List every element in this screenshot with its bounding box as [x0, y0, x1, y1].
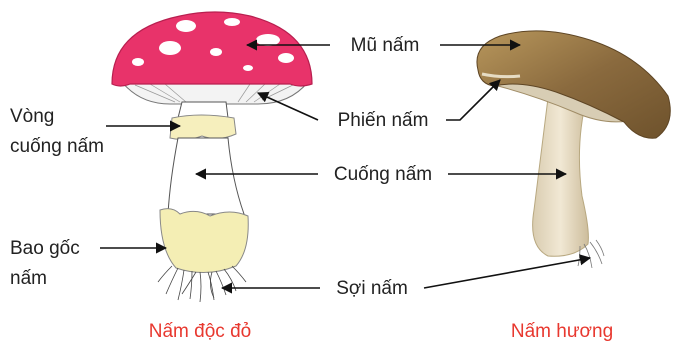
amanita-gills [122, 82, 308, 104]
amanita-stem-lower [168, 138, 244, 214]
label-gills: Phiến nấm [338, 110, 429, 131]
shiitake-stem [533, 98, 589, 256]
label-ring-line2: cuống nấm [10, 136, 104, 157]
amanita-cap [112, 12, 312, 86]
arrow-hyphae-right [424, 258, 590, 288]
amanita-illustration [112, 12, 312, 302]
label-hyphae: Sợi nấm [336, 278, 408, 299]
label-volva-line1: Bao gốc [10, 238, 80, 259]
amanita-volva [160, 209, 248, 273]
amanita-ring [170, 115, 236, 140]
label-ring-line1: Vòng [10, 106, 54, 127]
label-stem: Cuống nấm [334, 164, 432, 185]
label-volva-line2: nấm [10, 268, 47, 289]
label-cap: Mũ nấm [351, 35, 420, 56]
shiitake-illustration [477, 31, 670, 268]
caption-shiitake: Nấm hương [511, 321, 613, 342]
caption-amanita: Nấm độc đỏ [149, 321, 251, 342]
